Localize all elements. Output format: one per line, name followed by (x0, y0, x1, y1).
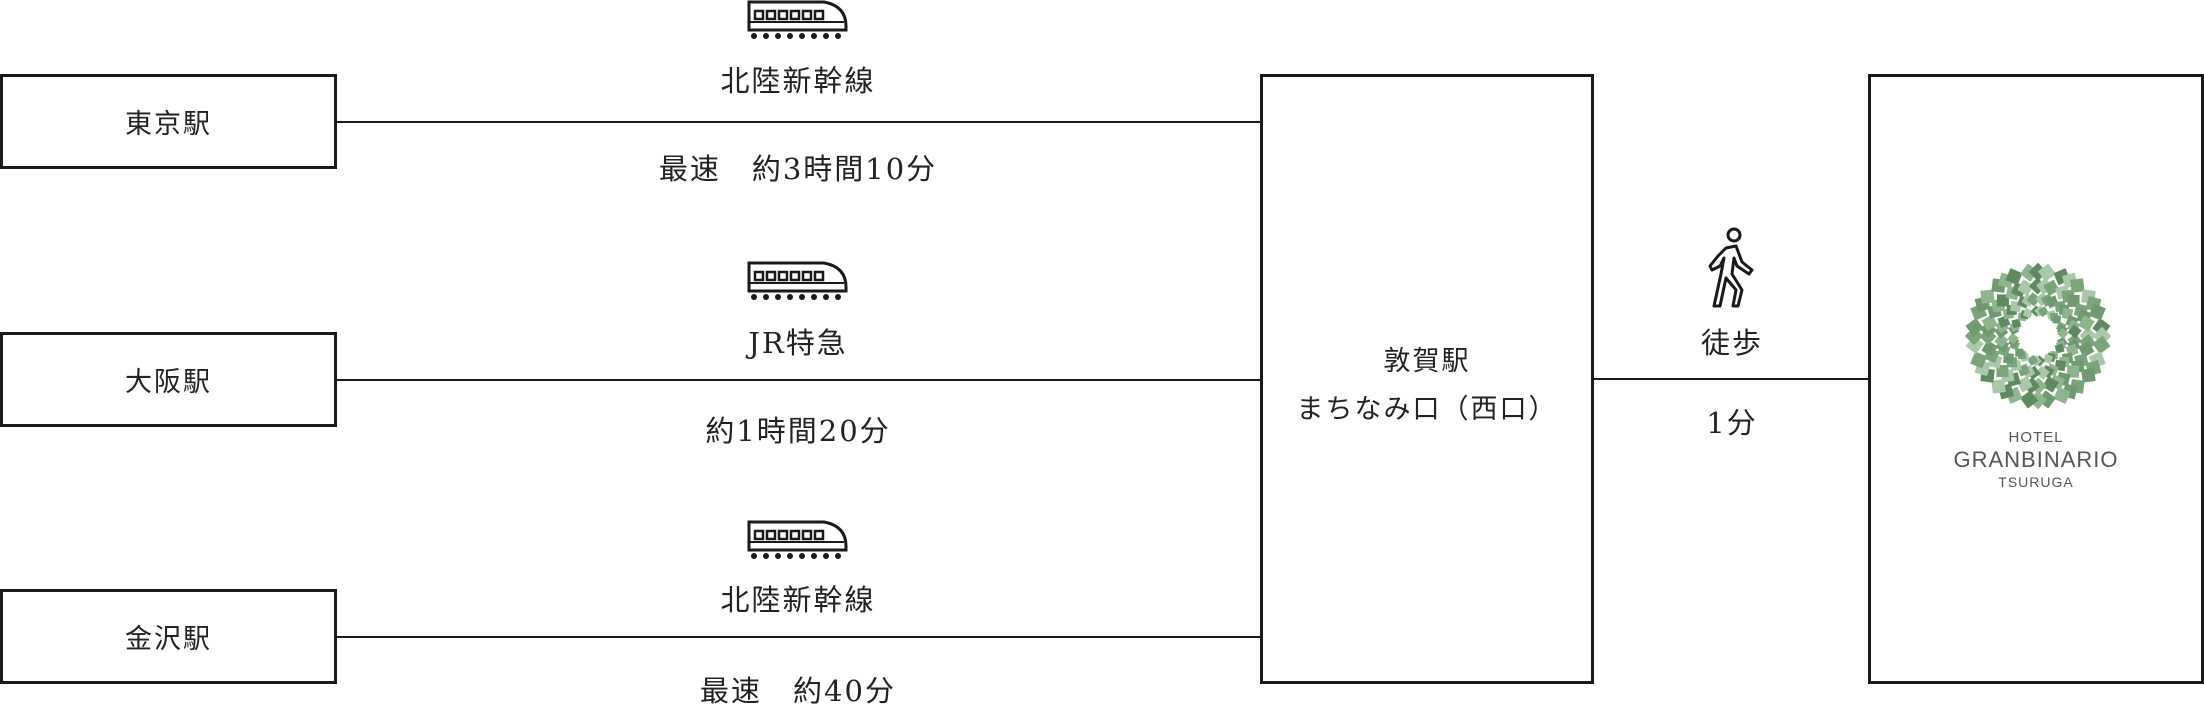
logo-petal (2022, 307, 2034, 319)
logo-petal (1965, 317, 1984, 337)
origin-label: 大阪駅 (125, 367, 212, 398)
walk-mode: 徒歩 (1700, 326, 1763, 360)
train-icon (747, 520, 848, 559)
logo-petal (1970, 351, 1988, 369)
logo-petal (2015, 348, 2024, 357)
logo-petal (2011, 318, 2022, 329)
logo-petal (2017, 279, 2034, 296)
logo-petal (2078, 341, 2095, 358)
logo-petal (1981, 340, 1998, 357)
train-icon (747, 0, 848, 39)
logo-petal (2016, 376, 2033, 393)
logo-petal (2042, 353, 2054, 365)
logo-petal (1991, 379, 2006, 394)
station-exit: まちなみ口（西口） (1296, 394, 1558, 425)
logo-petal (2027, 354, 2039, 366)
origin-box-tokyo: 東京駅 (0, 74, 337, 169)
logo-petal (2052, 315, 2061, 324)
origin-box-kanazawa: 金沢駅 (0, 589, 337, 684)
logo-petal (1981, 314, 1998, 331)
logo-petal (2054, 343, 2065, 354)
logo-petal (2081, 368, 2096, 383)
route-line-name: JR特急 (748, 326, 848, 360)
logo-petal (2005, 268, 2023, 286)
route-line-kanazawa (337, 636, 1260, 638)
route-line-name: 北陸新幹線 (720, 64, 876, 98)
logo-petal (1980, 289, 1995, 304)
hotel-logo-icon (1964, 262, 2112, 410)
station-box: 敦賀駅 まちなみ口（西口） (1260, 74, 1594, 684)
origin-label: 東京駅 (125, 109, 212, 140)
origin-box-osaka: 大阪駅 (0, 332, 337, 427)
route-duration: 最速 約3時間10分 (658, 152, 938, 186)
walk-line (1594, 378, 1868, 380)
hotel-name-line3: TSURUGA (1998, 474, 2074, 490)
logo-petal (2067, 324, 2082, 339)
route-line-name: 北陸新幹線 (720, 583, 876, 617)
logo-petal (2037, 263, 2057, 282)
hotel-box: HOTEL GRANBINARIO TSURUGA (1868, 74, 2204, 684)
logo-petal (2078, 315, 2095, 332)
train-icon (747, 261, 848, 300)
origin-label: 金沢駅 (125, 624, 212, 655)
logo-petal (2037, 306, 2049, 318)
logo-petal (2088, 303, 2106, 321)
route-duration: 約1時間20分 (705, 414, 891, 448)
hotel-name-line1: HOTEL (2008, 429, 2064, 446)
hotel-name-line2: GRANBINARIO (1953, 447, 2119, 472)
route-line-osaka (337, 379, 1260, 381)
route-line-tokyo (337, 121, 1260, 123)
walking-person-icon (1708, 227, 1754, 308)
logo-petal (2026, 292, 2041, 307)
logo-petal (2019, 390, 2039, 409)
logo-petal (2035, 365, 2050, 380)
route-duration: 最速 約40分 (700, 674, 896, 708)
logo-petal (1994, 333, 2009, 348)
logo-petal (2053, 386, 2071, 404)
logo-petal (2007, 332, 2019, 345)
logo-petal (2070, 278, 2085, 293)
walk-duration: 1分 (1706, 406, 1758, 440)
logo-petal (2057, 327, 2069, 340)
logo-petal (2043, 279, 2060, 296)
station-name: 敦賀駅 (1383, 346, 1471, 377)
logo-petal (2092, 335, 2111, 355)
logo-petal (2042, 376, 2059, 393)
